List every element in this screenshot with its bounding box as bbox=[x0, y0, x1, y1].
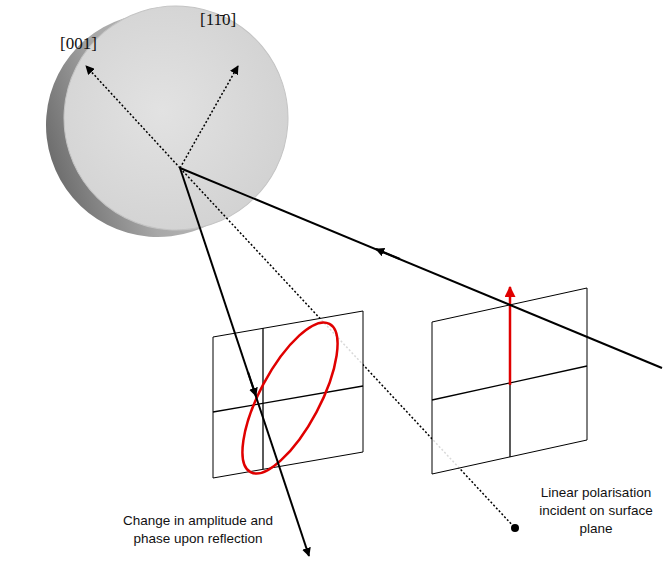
axis-label: [001] bbox=[60, 34, 97, 54]
axis-arrow bbox=[86, 66, 180, 168]
note-label: Change in amplitude and phase upon refle… bbox=[108, 512, 288, 548]
axis-arrow bbox=[180, 66, 238, 168]
beam-arrow bbox=[248, 372, 256, 396]
beam-arrow bbox=[376, 249, 400, 259]
disk-face bbox=[35, 0, 317, 259]
normal-dot bbox=[511, 524, 519, 532]
incident-frame bbox=[432, 287, 587, 474]
reflected-beam bbox=[180, 168, 309, 556]
note-label: Linear polarisation incident on surface … bbox=[530, 484, 662, 539]
axis-label: [11̄0] bbox=[200, 10, 236, 30]
